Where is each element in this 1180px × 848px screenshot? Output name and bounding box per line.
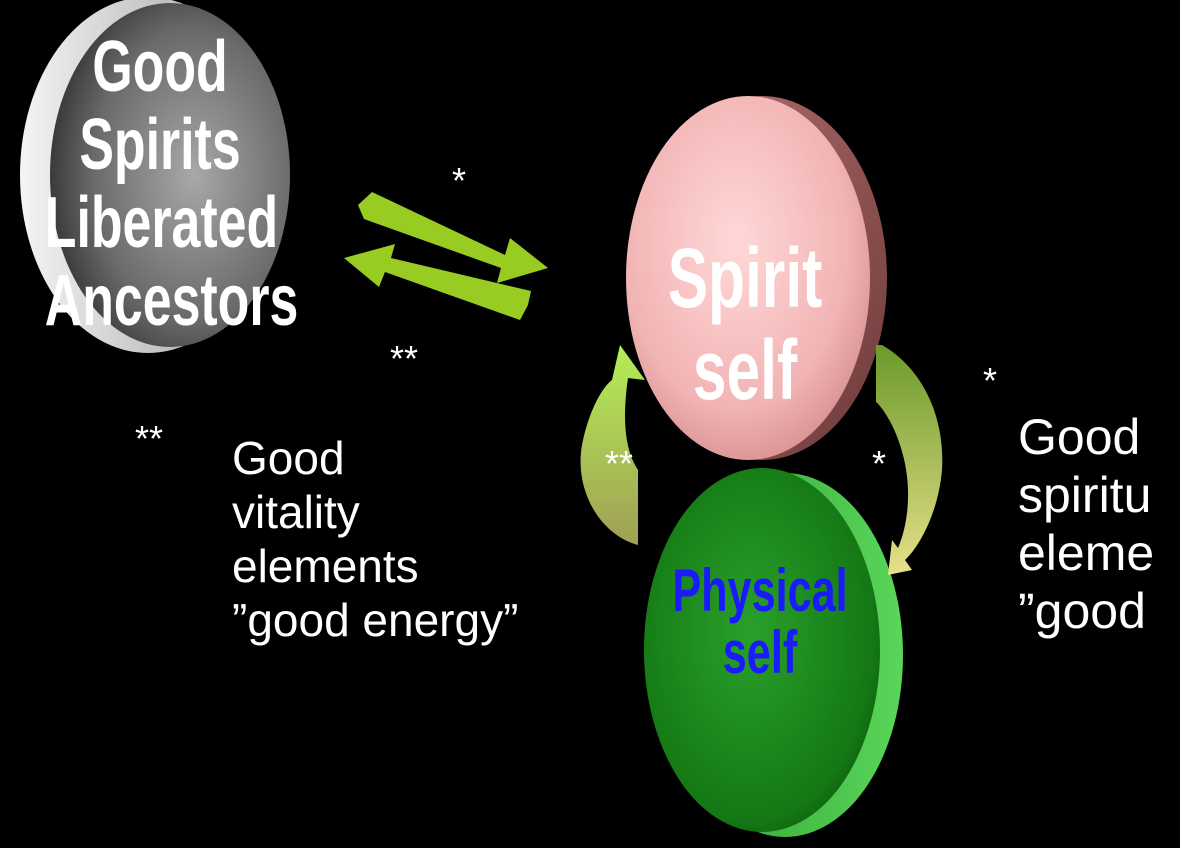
spiritual-note-line-1: Good (1018, 409, 1141, 465)
spirit-self-label: Spirit self (644, 232, 846, 416)
physical-self-line-2: self (722, 619, 798, 686)
marker-cycle-left: ** (605, 443, 634, 484)
spiritual-note-line-2: spiritu (1018, 467, 1152, 523)
physical-self-label: Physical self (652, 560, 868, 684)
vitality-note-line-4: ”good energy” (232, 594, 519, 646)
vitality-note-line-2: vitality (232, 486, 360, 538)
physical-disc (644, 468, 880, 832)
cycle-arrow-up (580, 345, 645, 600)
arrow-to-spirit (358, 192, 548, 283)
vitality-note-line-1: Good (232, 432, 345, 484)
marker-left-double: ** (135, 418, 164, 459)
marker-top-single: * (452, 160, 467, 201)
cycle-arrow-down (876, 345, 943, 575)
ancestors-line-1: Good (92, 27, 228, 107)
spirit-self-line-2: self (692, 323, 798, 417)
ancestors-line-3: Liberated (44, 183, 279, 263)
spiritual-note: Good spiritu eleme ”good (1018, 408, 1154, 640)
marker-top-double: ** (390, 338, 419, 379)
vitality-note-line-3: elements (232, 540, 419, 592)
spirit-disc (626, 96, 870, 460)
ancestors-line-2: Spirits (79, 105, 241, 185)
ancestors-line-4: Ancestors (44, 261, 299, 341)
ancestors-label: Good Spirits Liberated Ancestors (44, 27, 299, 341)
physical-self-line-1: Physical (672, 557, 848, 624)
spirit-self-line-1: Spirit (667, 231, 823, 325)
marker-right-single: * (983, 360, 998, 401)
marker-cycle-right: * (872, 443, 887, 484)
spiritual-note-line-3: eleme (1018, 525, 1155, 581)
ancestors-disc (50, 3, 290, 347)
vitality-note: Good vitality elements ”good energy” (232, 431, 518, 647)
spiritual-note-line-4: ”good (1018, 583, 1146, 639)
arrow-to-ancestors (344, 244, 531, 320)
